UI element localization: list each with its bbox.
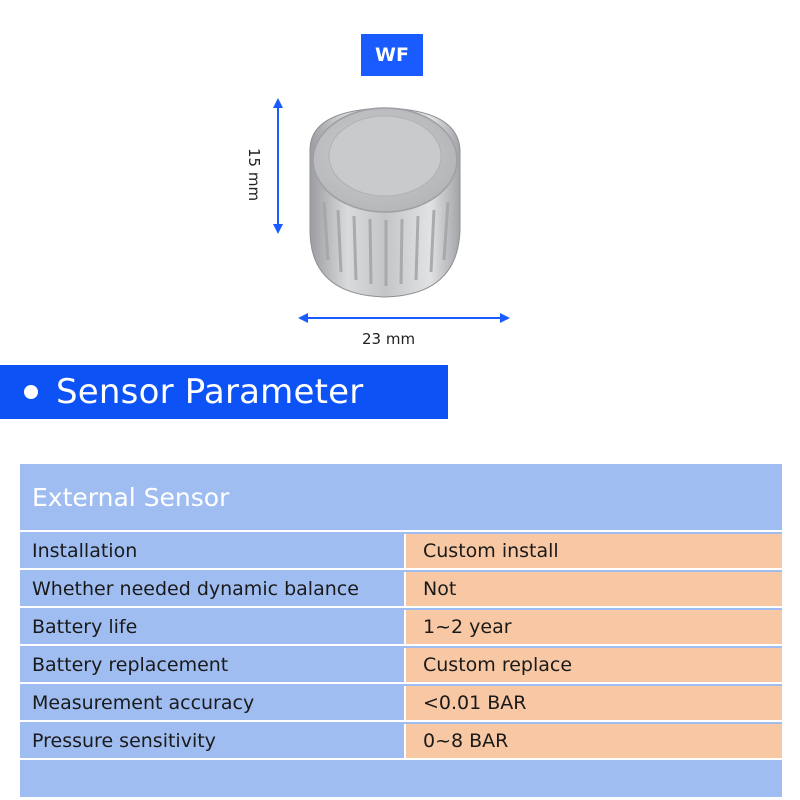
param-value: Not (406, 572, 782, 606)
table-row: Measurement accuracy <0.01 BAR (20, 686, 782, 722)
sensor-cap-image (273, 98, 510, 323)
table-row: Battery life 1~2 year (20, 610, 782, 646)
param-value: Custom replace (406, 648, 782, 682)
bullet-dot-icon (24, 385, 38, 399)
section-banner: Sensor Parameter (0, 365, 448, 419)
param-value: <0.01 BAR (406, 686, 782, 720)
param-value: 0~8 BAR (406, 724, 782, 758)
param-key: Installation (20, 534, 406, 568)
param-key: Whether needed dynamic balance (20, 572, 406, 606)
param-key: Battery replacement (20, 648, 406, 682)
height-dimension-arrow (273, 98, 283, 234)
section-title: Sensor Parameter (56, 372, 364, 412)
model-badge-label: WF (375, 44, 409, 66)
param-value: Custom install (406, 534, 782, 568)
table-row: Battery replacement Custom replace (20, 648, 782, 684)
height-dimension-label: 15 mm (245, 148, 263, 202)
param-key: Pressure sensitivity (20, 724, 406, 758)
model-badge: WF (361, 34, 423, 76)
param-key: Battery life (20, 610, 406, 644)
param-key: Measurement accuracy (20, 686, 406, 720)
width-dimension-label: 23 mm (362, 330, 416, 348)
table-header: External Sensor (20, 464, 782, 532)
parameter-table: External Sensor Installation Custom inst… (20, 464, 782, 797)
table-footer (20, 760, 782, 797)
table-row: Installation Custom install (20, 534, 782, 570)
table-row: Whether needed dynamic balance Not (20, 572, 782, 608)
param-value: 1~2 year (406, 610, 782, 644)
table-header-label: External Sensor (32, 482, 230, 512)
width-dimension-arrow (298, 313, 510, 323)
table-row: Pressure sensitivity 0~8 BAR (20, 724, 782, 760)
